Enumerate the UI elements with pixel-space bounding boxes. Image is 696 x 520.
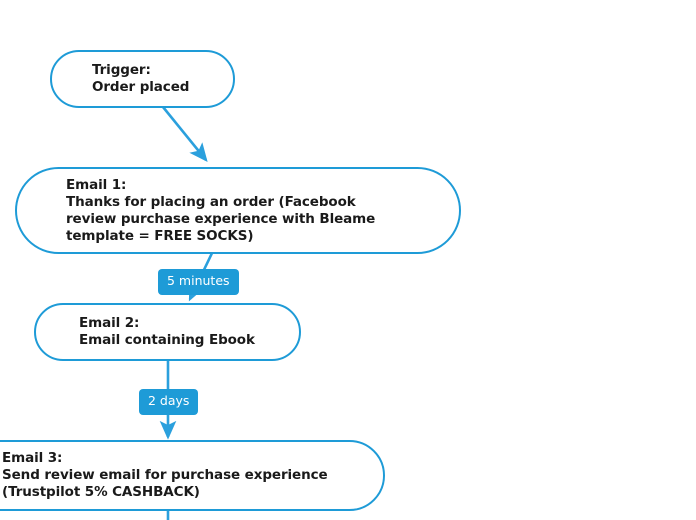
node-email-3-label: Email 3: Send review email for purchase … [2, 450, 328, 500]
node-email-2-label: Email 2: Email containing Ebook [79, 315, 255, 348]
node-email-1[interactable]: Email 1: Thanks for placing an order (Fa… [15, 167, 461, 254]
delay-badge-2-days[interactable]: 2 days [139, 389, 199, 415]
delay-badge-5-minutes[interactable]: 5 minutes [158, 269, 239, 295]
node-email-3[interactable]: Email 3: Send review email for purchase … [0, 440, 385, 511]
node-email-2[interactable]: Email 2: Email containing Ebook [34, 303, 301, 361]
node-trigger-order-placed[interactable]: Trigger: Order placed [50, 50, 235, 108]
node-trigger-label: Trigger: Order placed [92, 62, 190, 95]
connector-trigger-to-email1 [161, 106, 208, 163]
node-email-1-label: Email 1: Thanks for placing an order (Fa… [66, 176, 376, 244]
